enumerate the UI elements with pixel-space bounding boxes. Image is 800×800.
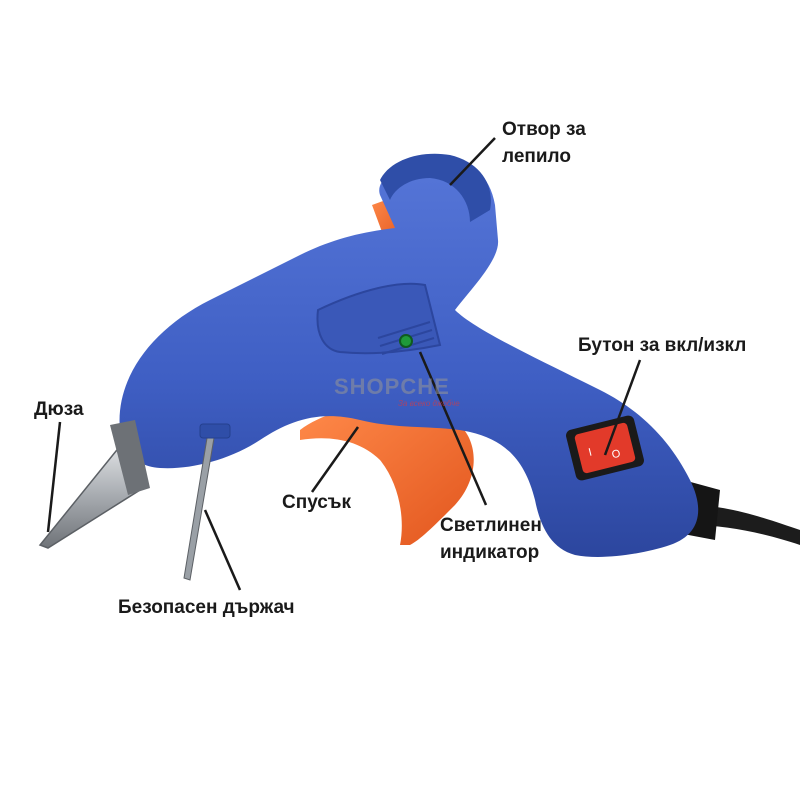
label-nozzle: Дюза <box>34 399 84 420</box>
switch-on-mark: I <box>587 447 593 459</box>
label-safety-stand: Безопасен държач <box>118 597 295 618</box>
label-indicator-line2: индикатор <box>440 542 540 563</box>
label-power-button: Бутон за вкл/изкл <box>578 335 747 356</box>
label-trigger: Спусък <box>282 492 351 513</box>
label-glue-opening: Отвор за лепило <box>502 116 586 170</box>
leader-nozzle <box>46 421 62 533</box>
trigger-shape <box>300 404 474 545</box>
watermark-tagline: За всеко джобче <box>398 399 460 408</box>
label-indicator: Светлинен индикатор <box>440 512 542 566</box>
nozzle-base <box>110 420 150 495</box>
label-glue-opening-line2: лепило <box>502 146 571 167</box>
led-indicator-icon <box>399 334 413 348</box>
leader-indicator <box>418 351 488 506</box>
stand-mount <box>199 423 231 439</box>
label-glue-opening-line1: Отвор за <box>502 119 586 140</box>
watermark-brand: SHOPCHE <box>334 374 450 399</box>
gun-body <box>119 158 699 557</box>
rocker-switch-icon: I O <box>566 415 644 481</box>
leader-stand <box>203 509 242 591</box>
switch-off-mark: O <box>611 448 623 462</box>
leader-power <box>603 359 642 456</box>
leader-glue <box>449 137 496 186</box>
leader-lines <box>46 137 642 591</box>
label-indicator-line1: Светлинен <box>440 515 542 536</box>
leader-trigger <box>310 426 360 493</box>
